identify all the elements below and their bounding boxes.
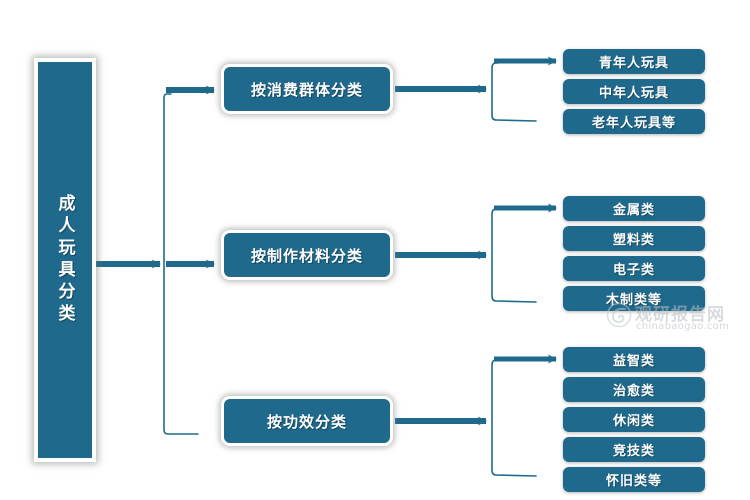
branch-node-function[interactable]: 按功效分类 [221,396,393,446]
leaf-node[interactable]: 塑料类 [563,226,705,251]
leaf-node[interactable]: 竞技类 [563,437,705,462]
root-node[interactable]: 成人玩具分类 [34,58,96,462]
leaf-node-label: 老年人玩具等 [591,115,676,130]
branch-node-consumer-group[interactable]: 按消费群体分类 [221,64,393,114]
connector-branch-3-to-spine [395,354,557,477]
leaf-node-label: 塑料类 [612,232,655,247]
leaf-node-label: 休闲类 [612,413,655,428]
leaf-node[interactable]: 怀旧类等 [563,467,705,492]
leaf-node[interactable]: 青年人玩具 [563,49,705,74]
leaf-node[interactable]: 电子类 [563,256,705,281]
root-node-label: 成人玩具分类 [55,194,75,326]
leaf-node-label: 怀旧类等 [605,473,662,488]
leaf-node-label: 益智类 [612,353,655,368]
leaf-node[interactable]: 休闲类 [563,407,705,432]
leaf-node-label: 金属类 [612,202,655,217]
branch-node-label: 按功效分类 [266,414,347,431]
leaf-node[interactable]: 金属类 [563,196,705,221]
branch-node-label: 按制作材料分类 [250,248,363,265]
branch-node-material[interactable]: 按制作材料分类 [221,230,393,280]
connector-branch-1-to-spine [395,56,557,122]
leaf-node[interactable]: 中年人玩具 [563,79,705,104]
leaf-node-label: 木制类等 [605,292,662,307]
leaf-node[interactable]: 治愈类 [563,377,705,402]
connector-branch-2-to-spine [395,203,557,303]
leaf-node[interactable]: 益智类 [563,347,705,372]
leaf-node[interactable]: 老年人玩具等 [563,109,705,134]
leaf-node-label: 竞技类 [612,443,655,458]
leaf-node[interactable]: 木制类等 [563,286,705,311]
leaf-node-label: 青年人玩具 [598,55,669,70]
leaf-node-label: 电子类 [612,262,655,277]
connector-left-spine [163,93,199,435]
leaf-node-label: 中年人玩具 [598,85,669,100]
leaf-node-label: 治愈类 [612,383,655,398]
branch-node-label: 按消费群体分类 [250,82,363,99]
